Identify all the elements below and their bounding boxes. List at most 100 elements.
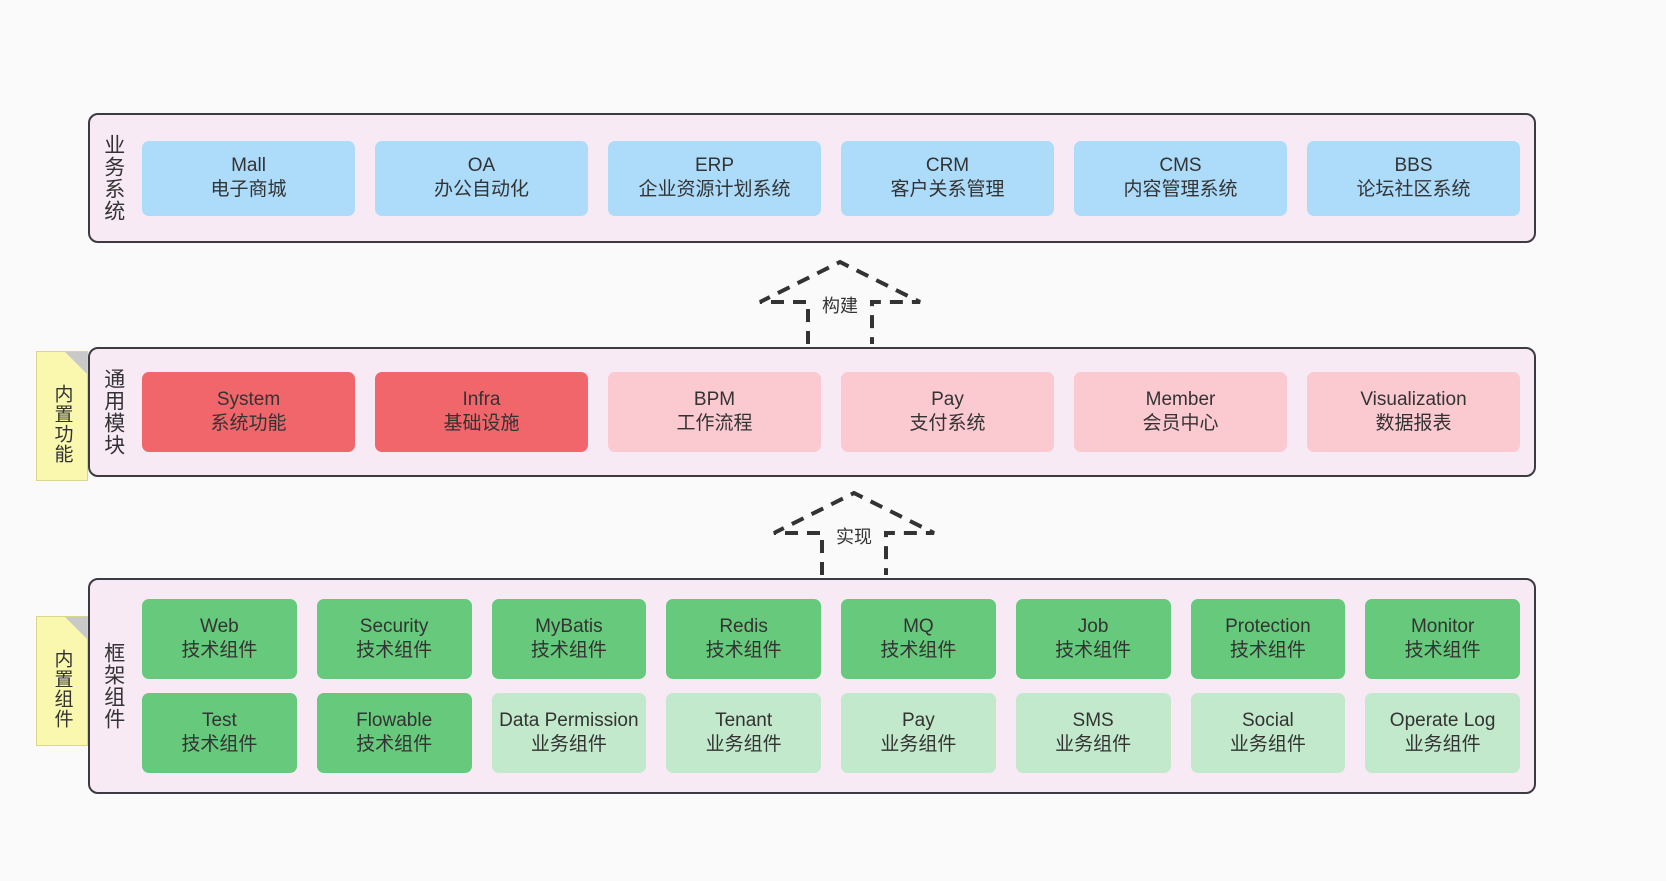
card-tenant[interactable]: Tenant 业务组件 — [666, 693, 821, 773]
card-member[interactable]: Member 会员中心 — [1074, 372, 1287, 452]
card-mybatis-subtitle: 技术组件 — [530, 640, 607, 661]
sticky-note-built-in-components: 内置组件 — [36, 616, 88, 746]
card-protection[interactable]: Protection 技术组件 — [1190, 599, 1346, 679]
build-arrow-label: 构建 — [822, 296, 858, 316]
layer-common-modules: 通用模块 System 系统功能 Infra 基础设施 BPM 工作流程 Pay… — [88, 347, 1536, 477]
sticky-note-built-in-features-label: 内置功能 — [51, 384, 73, 464]
row-business-systems: Mall 电子商城 OA 办公自动化 ERP 企业资源计划系统 CRM 客户关系… — [142, 140, 1520, 216]
card-social-subtitle: 业务组件 — [1229, 734, 1306, 755]
card-job[interactable]: Job 技术组件 — [1015, 599, 1171, 679]
dashed-up-arrow-icon — [773, 490, 935, 575]
implement-arrow: 实现 — [766, 489, 942, 575]
card-visualization-subtitle: 数据报表 — [1375, 413, 1452, 434]
card-web[interactable]: Web 技术组件 — [142, 599, 297, 679]
card-tenant-subtitle: 业务组件 — [705, 734, 782, 755]
card-flowable-subtitle: 技术组件 — [356, 734, 433, 755]
card-pay-component-title: Pay — [902, 710, 935, 732]
card-pay-component[interactable]: Pay 业务组件 — [841, 693, 996, 773]
card-infra-title: Infra — [462, 389, 501, 411]
build-arrow: 构建 — [752, 258, 928, 344]
card-bpm-subtitle: 工作流程 — [676, 413, 753, 434]
folded-corner-icon — [65, 617, 87, 639]
card-mybatis-title: MyBatis — [535, 616, 603, 638]
card-operate-log[interactable]: Operate Log 业务组件 — [1365, 693, 1520, 773]
dashed-up-arrow-icon — [759, 259, 921, 344]
card-redis[interactable]: Redis 技术组件 — [666, 599, 821, 679]
card-system[interactable]: System 系统功能 — [142, 372, 355, 452]
card-bbs-title: BBS — [1394, 155, 1433, 177]
sticky-note-built-in-components-label: 内置组件 — [51, 649, 73, 729]
sticky-note-built-in-features: 内置功能 — [36, 351, 88, 481]
card-test[interactable]: Test 技术组件 — [142, 693, 297, 773]
card-bpm-title: BPM — [693, 389, 736, 411]
card-crm-title: CRM — [925, 155, 970, 177]
card-data-permission[interactable]: Data Permission 业务组件 — [491, 693, 647, 773]
row-common-modules: System 系统功能 Infra 基础设施 BPM 工作流程 Pay 支付系统… — [142, 372, 1520, 452]
card-infra[interactable]: Infra 基础设施 — [375, 372, 588, 452]
implement-arrow-label: 实现 — [836, 527, 872, 547]
card-bpm[interactable]: BPM 工作流程 — [608, 372, 821, 452]
card-mall-subtitle: 电子商城 — [210, 179, 287, 200]
card-oa-title: OA — [467, 155, 496, 177]
folded-corner-icon — [65, 352, 87, 374]
layer-framework-components: 框架组件 Web 技术组件 Security 技术组件 MyBatis 技术组件… — [88, 578, 1536, 794]
card-erp[interactable]: ERP 企业资源计划系统 — [608, 140, 821, 216]
card-mybatis[interactable]: MyBatis 技术组件 — [491, 599, 647, 679]
card-cms-title: CMS — [1159, 155, 1202, 177]
layer-body-framework-components: Web 技术组件 Security 技术组件 MyBatis 技术组件 Redi… — [136, 580, 1534, 792]
layer-body-business-systems: Mall 电子商城 OA 办公自动化 ERP 企业资源计划系统 CRM 客户关系… — [136, 115, 1534, 241]
row-tech-components: Web 技术组件 Security 技术组件 MyBatis 技术组件 Redi… — [142, 599, 1520, 679]
card-security[interactable]: Security 技术组件 — [316, 599, 472, 679]
card-mq[interactable]: MQ 技术组件 — [841, 599, 996, 679]
card-data-permission-subtitle: 业务组件 — [530, 734, 607, 755]
layer-body-common-modules: System 系统功能 Infra 基础设施 BPM 工作流程 Pay 支付系统… — [136, 349, 1534, 475]
card-oa-subtitle: 办公自动化 — [433, 179, 529, 200]
card-test-subtitle: 技术组件 — [181, 734, 258, 755]
card-bbs[interactable]: BBS 论坛社区系统 — [1307, 140, 1520, 216]
card-crm[interactable]: CRM 客户关系管理 — [841, 140, 1054, 216]
card-system-title: System — [216, 389, 281, 411]
card-social-title: Social — [1242, 710, 1294, 732]
card-mall[interactable]: Mall 电子商城 — [142, 140, 355, 216]
card-data-permission-title: Data Permission — [499, 710, 639, 732]
card-bbs-subtitle: 论坛社区系统 — [1356, 179, 1471, 200]
card-system-subtitle: 系统功能 — [210, 413, 287, 434]
card-web-subtitle: 技术组件 — [181, 640, 258, 661]
card-monitor[interactable]: Monitor 技术组件 — [1365, 599, 1520, 679]
card-job-title: Job — [1077, 616, 1109, 638]
card-visualization-title: Visualization — [1360, 389, 1467, 411]
card-protection-title: Protection — [1225, 616, 1311, 638]
card-mq-subtitle: 技术组件 — [880, 640, 957, 661]
card-erp-subtitle: 企业资源计划系统 — [638, 179, 791, 200]
card-flowable-title: Flowable — [356, 710, 433, 732]
layer-title-framework-components: 框架组件 — [101, 642, 125, 730]
card-oa[interactable]: OA 办公自动化 — [375, 140, 588, 216]
card-sms-title: SMS — [1072, 710, 1114, 732]
card-redis-subtitle: 技术组件 — [705, 640, 782, 661]
card-redis-title: Redis — [719, 616, 768, 638]
card-mq-title: MQ — [903, 616, 934, 638]
card-web-title: Web — [200, 616, 239, 638]
card-monitor-subtitle: 技术组件 — [1404, 640, 1481, 661]
layer-title-common-modules: 通用模块 — [101, 368, 125, 456]
card-cms-subtitle: 内容管理系统 — [1123, 179, 1238, 200]
card-test-title: Test — [201, 710, 237, 732]
card-pay[interactable]: Pay 支付系统 — [841, 372, 1054, 452]
card-flowable[interactable]: Flowable 技术组件 — [316, 693, 472, 773]
card-erp-title: ERP — [694, 155, 735, 177]
layer-title-business-systems: 业务系统 — [101, 134, 125, 222]
card-operate-log-title: Operate Log — [1389, 710, 1496, 732]
card-pay-component-subtitle: 业务组件 — [880, 734, 957, 755]
card-member-title: Member — [1145, 389, 1216, 411]
card-operate-log-subtitle: 业务组件 — [1404, 734, 1481, 755]
card-sms[interactable]: SMS 业务组件 — [1015, 693, 1171, 773]
card-visualization[interactable]: Visualization 数据报表 — [1307, 372, 1520, 452]
card-cms[interactable]: CMS 内容管理系统 — [1074, 140, 1287, 216]
card-protection-subtitle: 技术组件 — [1229, 640, 1306, 661]
card-crm-subtitle: 客户关系管理 — [890, 179, 1005, 200]
card-job-subtitle: 技术组件 — [1055, 640, 1132, 661]
card-pay-title: Pay — [931, 389, 964, 411]
row-business-components: Test 技术组件 Flowable 技术组件 Data Permission … — [142, 693, 1520, 773]
card-social[interactable]: Social 业务组件 — [1190, 693, 1346, 773]
